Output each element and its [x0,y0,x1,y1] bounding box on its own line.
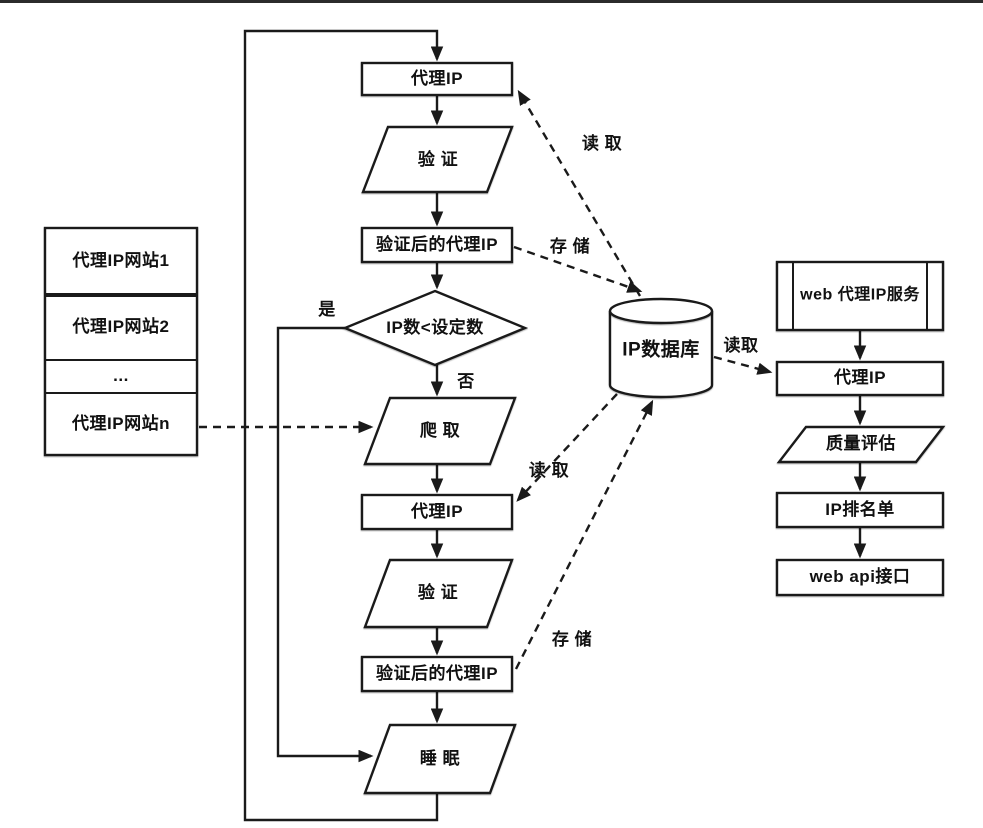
quality-label: 质量评估 [826,433,896,453]
verified-proxy-mid-box [360,655,514,693]
crawl-parallelogram [363,396,517,466]
decision-label: IP数<设定数 [386,317,484,337]
store-top-label: 存 储 [549,236,591,256]
dashed-read-db-to-proxy-right [713,355,773,375]
proxy-ip-top-label: 代理IP [410,68,464,88]
verify-top-label: 验 证 [417,149,459,169]
arrow-outer-loop [243,29,444,822]
verified-proxy-mid-label: 验证后的代理IP [375,663,499,683]
proxy-ip-top-box [360,61,514,97]
store-bottom-label: 存 储 [551,629,593,649]
sleep-label: 睡 眠 [419,748,461,768]
proxy-ip-right-label: 代理IP [833,367,887,387]
verify-mid-parallelogram [363,558,514,629]
proxy-ip-mid-box [360,493,514,531]
dashed-read-db-to-proxy-mid [516,393,618,502]
website-item-ellipsis: ... [113,365,129,385]
verified-proxy-top-box [360,226,514,264]
verify-mid-label: 验 证 [417,582,459,602]
database-cylinder-body [608,311,714,399]
decision-diamond [341,289,529,367]
database-label: IP数据库 [622,339,700,361]
website-item-2: 代理IP网站2 [72,316,170,336]
dashed-read-db-to-proxy-top [517,89,642,297]
sleep-parallelogram [363,723,517,795]
read-top-label: 读 取 [581,133,623,153]
web-service-box [775,260,945,332]
read-mid-label: 读 取 [528,460,570,480]
website-item-n: 代理IP网站n [72,413,170,433]
verify-top-parallelogram [361,125,514,194]
web-api-box [775,558,945,597]
no-label: 否 [457,371,475,391]
website-item-1: 代理IP网站1 [72,250,170,270]
ip-ranking-label: IP排名单 [825,499,895,519]
website-list-box [43,226,199,457]
arrow-yes-branch [276,326,374,763]
top-border-strip [0,0,983,3]
yes-label: 是 [318,299,336,319]
proxy-ip-mid-label: 代理IP [410,501,464,521]
web-service-label: web 代理IP服务 [800,286,920,304]
ip-ranking-box [775,491,945,529]
dashed-store-verified2-to-db [514,399,654,670]
database-cylinder-top [608,297,714,325]
proxy-ip-right-box [775,360,945,397]
verified-proxy-top-label: 验证后的代理IP [375,234,499,254]
quality-parallelogram [776,425,946,464]
web-api-label: web api接口 [809,566,911,586]
read-right-label: 读取 [723,335,759,355]
crawl-label: 爬 取 [419,420,461,440]
